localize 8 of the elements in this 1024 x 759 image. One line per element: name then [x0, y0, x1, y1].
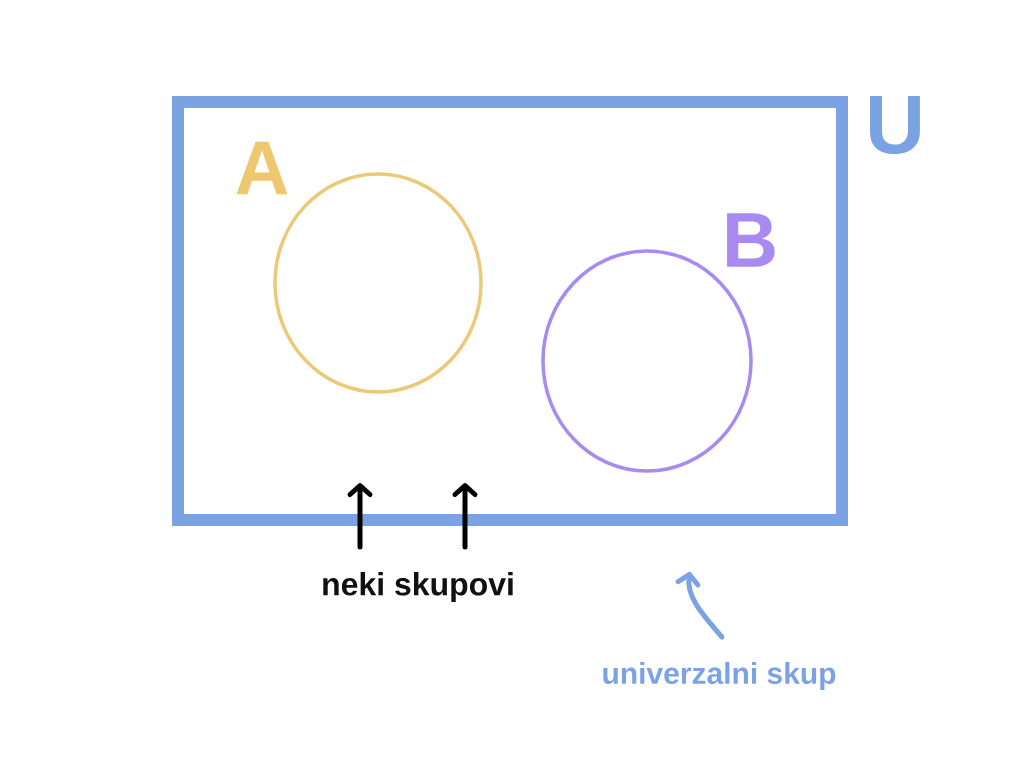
arrow — [452, 483, 478, 550]
caption-text: neki skupovi — [323, 572, 513, 602]
set-label: A — [236, 141, 288, 195]
arrow — [675, 571, 725, 640]
set-label: U — [870, 96, 920, 154]
arrow — [347, 483, 373, 550]
caption-text: univerzalni skup — [603, 662, 836, 690]
set-label: B — [727, 213, 775, 267]
